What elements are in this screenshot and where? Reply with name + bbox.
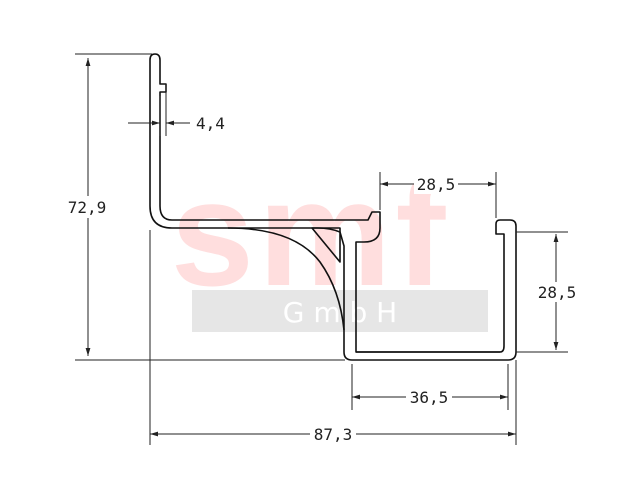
- dim-label-top-opening: 28,5: [417, 175, 456, 194]
- profile-fillet-curve: [227, 227, 345, 331]
- watermark-logo: smf G m b H: [171, 149, 488, 332]
- dimension-labels: 72,9 4,4 28,5 28,5 36,5 87,3: [64, 114, 580, 444]
- watermark-band: [192, 290, 488, 332]
- dim-label-lip-width: 4,4: [196, 114, 225, 133]
- watermark-company: G m b H: [283, 296, 398, 329]
- watermark-brand: smf: [171, 149, 450, 317]
- dim-label-channel-height: 28,5: [538, 283, 577, 302]
- dim-label-total-width: 87,3: [314, 425, 353, 444]
- profile-web-triangle: [311, 227, 341, 263]
- dim-label-channel-width: 36,5: [410, 388, 449, 407]
- dim-label-total-height: 72,9: [68, 198, 107, 217]
